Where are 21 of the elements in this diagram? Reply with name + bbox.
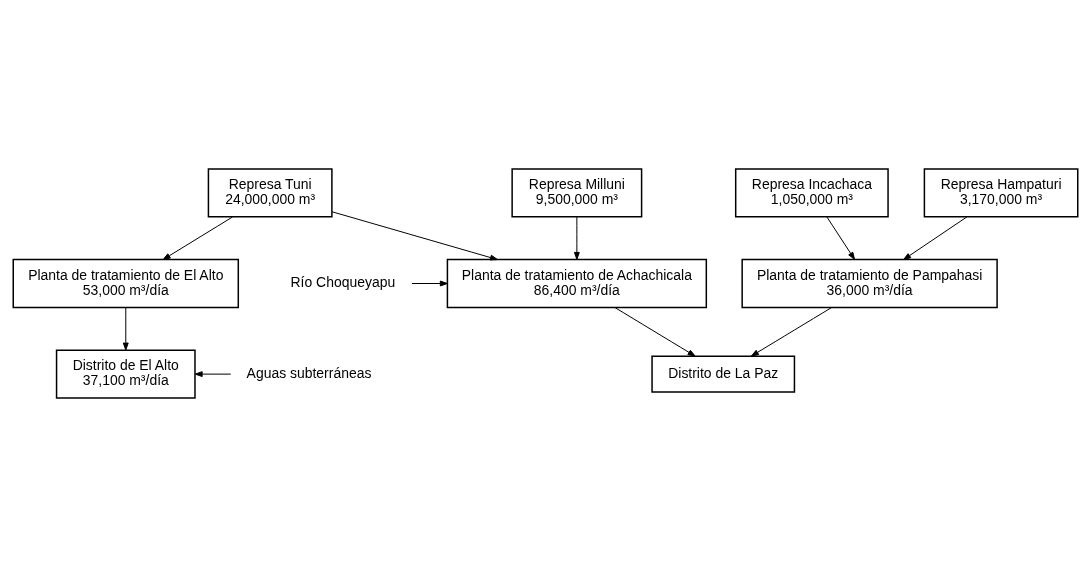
arrow: [162, 216, 234, 261]
node-box: Planta de tratamiento de Achachicala 86,400 m³/día: [446, 258, 708, 309]
arrow: [826, 216, 856, 260]
node-text: Aguas subterráneas: [246, 364, 372, 381]
node-box: Planta de tratamiento de Pampahasi 36,000 m³/día: [741, 258, 998, 309]
arrow: [411, 280, 448, 287]
arrow: [194, 371, 232, 378]
arrow: [122, 307, 129, 351]
node-box: Represa Hampaturi 3,170,000 m³: [923, 168, 1079, 218]
arrow: [614, 307, 696, 357]
arrow: [573, 216, 580, 260]
node-box: Planta de tratamiento de El Alto 53,000 m³/día: [12, 258, 240, 309]
node-box: Represa Incachaca 1,050,000 m³: [734, 168, 889, 218]
arrow: [750, 307, 833, 357]
node-text: Río Choqueyapu: [290, 274, 396, 291]
arrow: [903, 216, 968, 261]
node-box: Represa Milluni 9,500,000 m³: [511, 168, 643, 218]
arrow: [331, 211, 498, 261]
node-box: Represa Tuni 24,000,000 m³: [207, 168, 333, 218]
node-box: Distrito de La Paz: [651, 355, 796, 393]
node-box: Distrito de El Alto 37,100 m³/día: [55, 349, 196, 399]
